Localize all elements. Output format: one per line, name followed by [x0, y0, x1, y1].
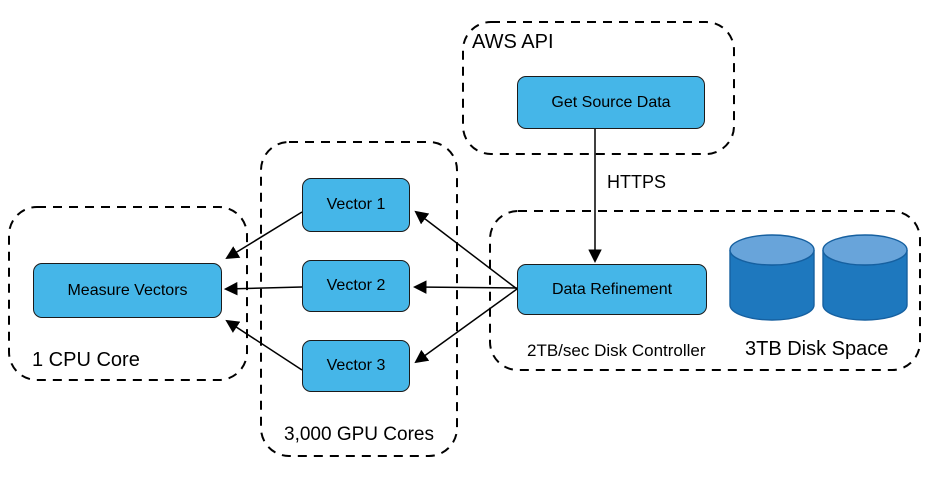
node-vector-2: Vector 2 — [302, 260, 410, 312]
edge-vector-3-to-measure-vectors — [225, 319, 303, 371]
node-measure-vectors-label: Measure Vectors — [67, 281, 188, 299]
edge-https-label: HTTPS — [607, 172, 667, 192]
node-vector-1: Vector 1 — [302, 178, 410, 232]
node-vector-1-label: Vector 1 — [326, 196, 386, 213]
node-get-source-data: Get Source Data — [517, 76, 705, 129]
edge-vector-1-to-measure-vectors — [225, 211, 303, 260]
node-data-refinement-label: Data Refinement — [551, 280, 673, 298]
edge-data-refinement-to-vector-1 — [414, 210, 518, 290]
node-vector-3-label: Vector 3 — [326, 357, 386, 374]
disk-cylinder-icon — [822, 234, 908, 321]
disk-cylinder-icon — [729, 234, 815, 321]
edge-data-refinement-to-vector-2 — [412, 280, 518, 294]
cpu-core-container-label: 1 CPU Core — [32, 349, 140, 371]
node-vector-3: Vector 3 — [302, 340, 410, 392]
gpu-cores-container-label: 3,000 GPU Cores — [284, 424, 434, 445]
aws-api-container-label: AWS API — [472, 31, 554, 53]
node-vector-2-label: Vector 2 — [326, 277, 386, 294]
node-get-source-data-label: Get Source Data — [551, 93, 671, 111]
disk-space-label: 3TB Disk Space — [745, 338, 889, 360]
node-measure-vectors: Measure Vectors — [33, 263, 222, 318]
edge-vector-2-to-measure-vectors — [223, 281, 303, 296]
disk-controller-container-label: 2TB/sec Disk Controller — [527, 341, 706, 360]
node-data-refinement: Data Refinement — [517, 264, 707, 315]
edge-data-refinement-to-vector-3 — [414, 288, 518, 364]
